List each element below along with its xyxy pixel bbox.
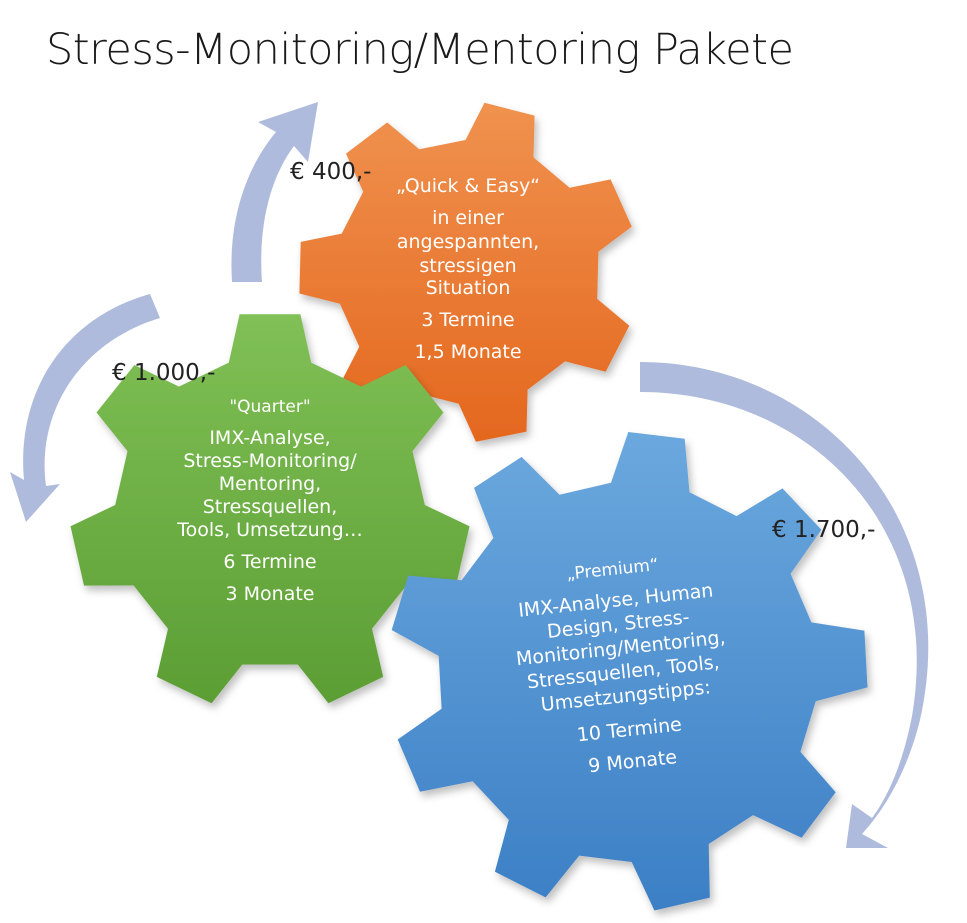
package-desc-line: Stress-Monitoring/: [183, 450, 357, 472]
arrow-down-left-icon: [10, 294, 160, 522]
package-termine: 3 Termine: [421, 309, 514, 331]
package-desc-line: Mentoring,: [219, 473, 321, 495]
package-dauer: 1,5 Monate: [414, 341, 521, 363]
package-dauer: 3 Monate: [226, 583, 315, 605]
package-desc-line: IMX-Analyse,: [209, 427, 330, 449]
package-desc-line: Tools, Umsetzung…: [176, 519, 362, 541]
gear-premium: [391, 432, 868, 911]
package-desc-line: Stressquellen,: [203, 496, 338, 518]
quarter-text: "Quarter" IMX-Analyse, Stress-Monitoring…: [176, 397, 362, 605]
package-name: „Quick & Easy“: [396, 175, 540, 197]
price-quarter: € 1.000,-: [112, 360, 215, 386]
cycle-arrows: [10, 102, 929, 848]
price-premium: € 1.700,-: [772, 517, 875, 543]
package-termine: 6 Termine: [223, 551, 316, 573]
gear-quick-easy: [299, 102, 632, 442]
quick-easy-text: „Quick & Easy“ in einer angespannten, st…: [396, 175, 540, 363]
arrow-right-arc-icon: [640, 362, 929, 848]
package-name: "Quarter": [229, 397, 310, 417]
package-desc-line: stressigen: [419, 255, 516, 277]
gear-quarter: [70, 314, 470, 704]
price-quick-easy: € 400,-: [290, 159, 371, 185]
arrow-up-icon: [231, 102, 318, 282]
package-desc-line: angespannten,: [397, 231, 539, 253]
package-desc-line: in einer: [432, 207, 504, 229]
package-desc-line: Situation: [426, 277, 511, 299]
diagram-title: Stress-Monitoring/Mentoring Pakete: [46, 25, 793, 75]
